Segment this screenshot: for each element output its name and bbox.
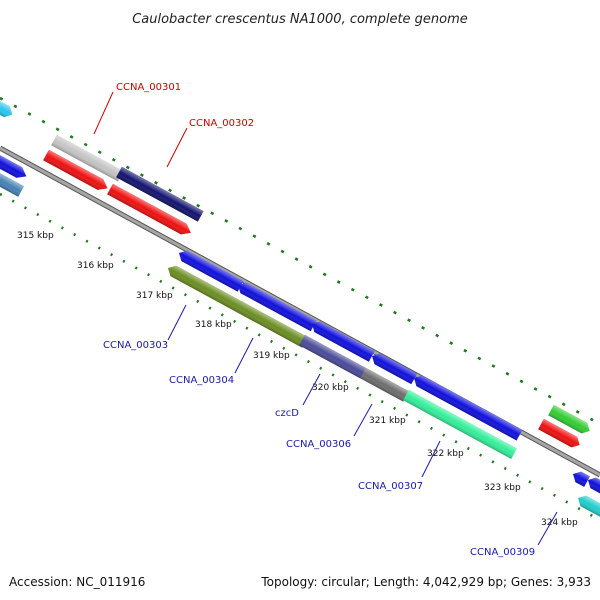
outer-tick-ring (0, 96, 600, 426)
outer-minor-ticks (0, 96, 600, 426)
gene-label-ccna-00303[interactable]: CCNA_00303 (103, 340, 168, 351)
leader-line (234, 337, 254, 374)
leader-line (93, 91, 114, 135)
gene-red-right (538, 418, 580, 448)
gene-ccna-00303 (168, 265, 308, 348)
gene-ccna-00301 (51, 134, 124, 182)
scale-label: 323 kbp (484, 483, 521, 493)
gene-label-czcd[interactable]: czcD (275, 408, 299, 419)
inner-minor-ticks (0, 192, 600, 522)
gene-label-ccna-00304[interactable]: CCNA_00304 (169, 375, 234, 386)
genome-summary-text: Topology: circular; Length: 4,042,929 bp… (260, 575, 591, 589)
gene-label-ccna-00309[interactable]: CCNA_00309 (470, 547, 535, 558)
gene-blue-rev-1 (179, 250, 244, 292)
leader-line (167, 304, 187, 341)
leader-line (353, 403, 373, 437)
gene-red-forward-1 (43, 149, 108, 190)
map-title: Caulobacter crescentus NA1000, complete … (132, 12, 468, 27)
gene-ccna-00309 (578, 495, 600, 523)
gene-label-ccna-00306[interactable]: CCNA_00306 (286, 439, 351, 450)
gene-label-ccna-00307[interactable]: CCNA_00307 (358, 481, 423, 492)
leader-line (421, 440, 441, 478)
gene-blue-rev-3 (312, 321, 375, 362)
scale-labels: 315 kbp 316 kbp 317 kbp 318 kbp 319 kbp … (17, 231, 578, 528)
reverse-genes (168, 250, 600, 523)
gene-blue-rev-4 (372, 353, 418, 385)
accession-text: Accession: NC_011916 (9, 575, 145, 589)
gene-ccna-00302 (116, 166, 204, 222)
scale-label: 321 kbp (369, 416, 406, 426)
gene-blue-rev-right-1 (573, 471, 590, 487)
leader-line (166, 127, 188, 168)
gene-label-ccna-00302[interactable]: CCNA_00302 (189, 118, 254, 129)
gene-blue-rev-5 (414, 375, 523, 441)
gene-red-forward-2 (107, 183, 191, 235)
gene-labels: CCNA_00301 CCNA_00302 CCNA_00303 CCNA_00… (93, 82, 558, 558)
gene-label-ccna-00301[interactable]: CCNA_00301 (116, 82, 181, 93)
leader-line (537, 511, 558, 546)
scale-label: 316 kbp (77, 261, 114, 271)
forward-genes (0, 97, 590, 448)
gene-steel-left (0, 169, 24, 197)
scale-label: 315 kbp (17, 231, 54, 241)
gene-blue-left (0, 151, 27, 178)
scale-label: 318 kbp (195, 320, 232, 330)
scale-label: 322 kbp (427, 449, 464, 459)
gene-ccna-00304 (299, 334, 367, 379)
scale-label: 324 kbp (541, 518, 578, 528)
scale-label: 317 kbp (136, 291, 173, 301)
gene-ccna-00306 (403, 389, 517, 459)
scale-label: 320 kbp (312, 383, 349, 393)
scale-label: 319 kbp (253, 351, 290, 361)
inner-tick-ring (0, 192, 600, 522)
gene-green-right (548, 404, 590, 434)
gene-blue-rev-right-2 (588, 477, 600, 500)
gene-czcd (360, 367, 409, 402)
gene-blue-rev-2 (238, 282, 317, 332)
gene-cyan-left (0, 97, 13, 118)
leader-line (302, 373, 321, 406)
